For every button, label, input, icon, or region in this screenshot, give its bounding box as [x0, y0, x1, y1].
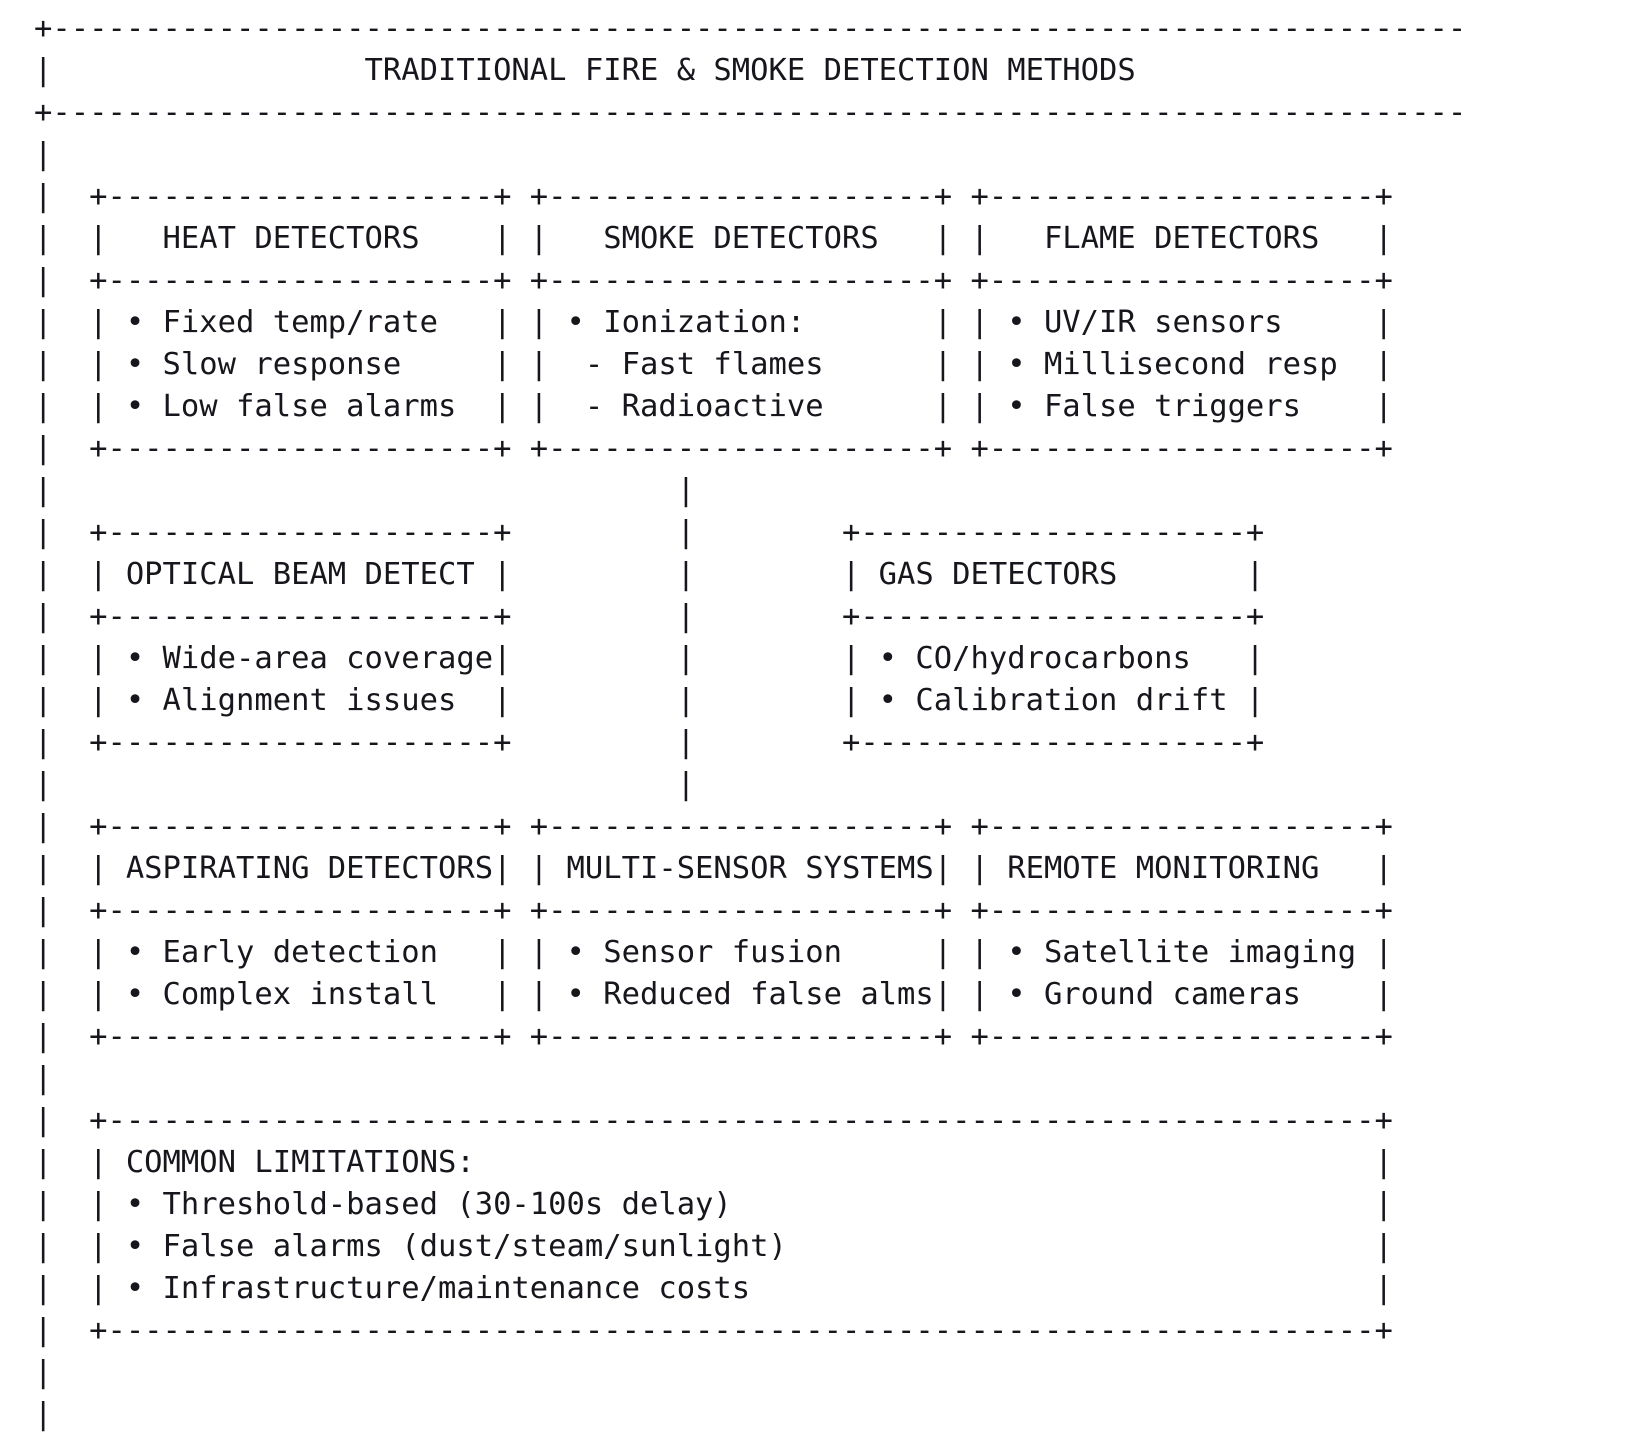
ascii-diagram-text: +---------------------------------------…	[34, 11, 1467, 1432]
